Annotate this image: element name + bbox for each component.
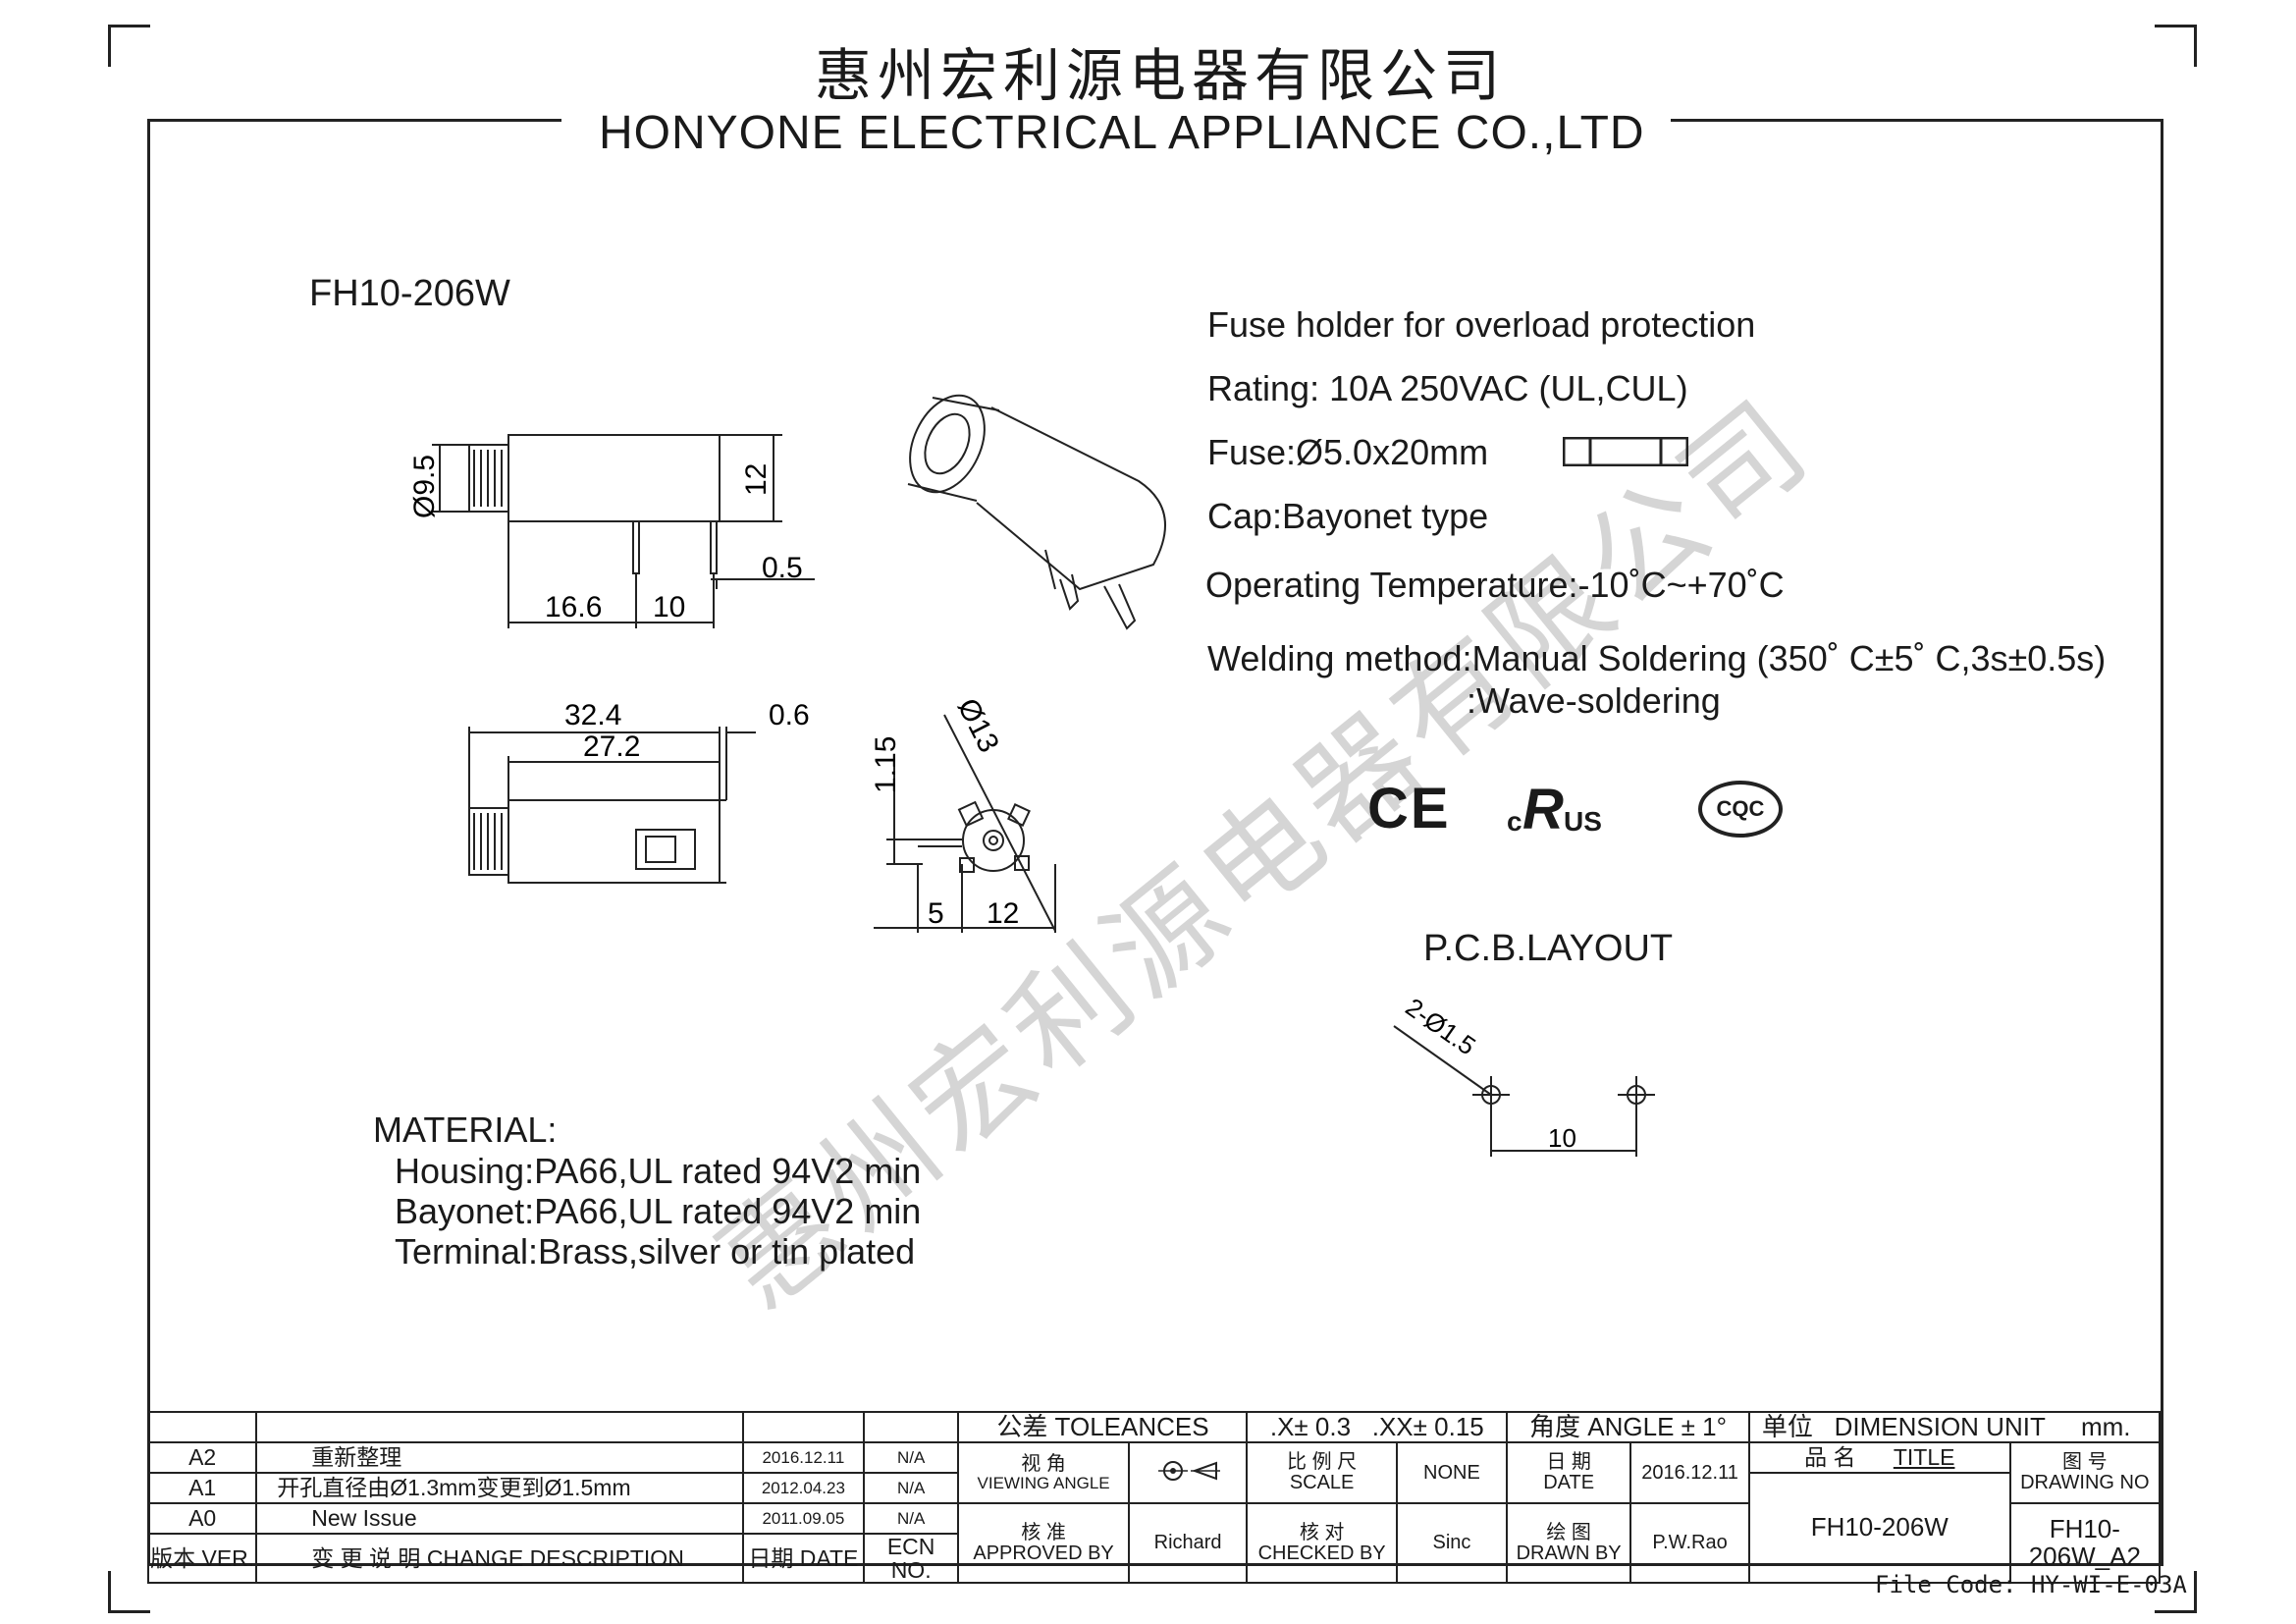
rev-ver: A0 [146, 1502, 258, 1535]
date-label: 日 期 DATE [1506, 1441, 1632, 1504]
company-name-en: HONYONE ELECTRICAL APPLIANCE CO.,LTD [599, 107, 1645, 159]
view-en: VIEWING ANGLE [977, 1473, 1110, 1492]
rev-date: 2012.04.23 [741, 1472, 865, 1504]
ul-c-text: c [1507, 806, 1522, 837]
date-cn: 日 期 [1546, 1451, 1591, 1473]
scale-label: 比 例 尺 SCALE [1246, 1441, 1398, 1504]
checked-label: 核 对 CHECKED BY [1246, 1501, 1398, 1585]
view-cn: 视 角 [1021, 1452, 1066, 1475]
checked-value: Sinc [1395, 1501, 1509, 1585]
rev-date: 2016.12.11 [741, 1441, 865, 1474]
scale-en: SCALE [1289, 1472, 1355, 1493]
projection-symbol-icon [1127, 1441, 1249, 1504]
title-en: TITLE [1893, 1444, 1955, 1471]
date-value: 2016.12.11 [1629, 1441, 1750, 1504]
tolerance-values: .X± 0.3 .XX± 0.15 [1246, 1411, 1509, 1443]
checked-en: CHECKED BY [1257, 1542, 1386, 1564]
pcb-layout-title: P.C.B.LAYOUT [1423, 928, 1674, 969]
rev-ecn: N/A [862, 1472, 960, 1504]
drawn-label: 绘 图 DRAWN BY [1506, 1501, 1632, 1585]
title-cn: 品 名 [1804, 1444, 1856, 1471]
hdr-ver: 版本 VER. [146, 1532, 258, 1585]
spec-welding-line1: Welding method:Manual Soldering (350˚ C±… [1207, 638, 2107, 678]
cqc-logo-icon: CQC [1698, 781, 1783, 838]
rev-date: 2011.09.05 [741, 1502, 865, 1535]
approved-label: 核 准 APPROVED BY [957, 1501, 1130, 1585]
unit-en: DIMENSION UNIT [1834, 1411, 2046, 1441]
rev-desc: New Issue [255, 1502, 744, 1535]
rev-desc: 开孔直径由Ø1.3mm变更到Ø1.5mm [255, 1472, 744, 1504]
file-code: File Code: HY-WI-E-03A [1875, 1571, 2187, 1598]
tb-empty-1 [146, 1411, 258, 1443]
spec-cap: Cap:Bayonet type [1207, 496, 1489, 536]
crop-mark-top-left [108, 25, 150, 67]
ul-r-text: R [1522, 778, 1564, 841]
fuse-icon [1562, 436, 1689, 467]
hdr-ecn: ECN NO. [862, 1532, 960, 1585]
tol-x: .X± 0.3 [1269, 1411, 1352, 1441]
rev-ecn: N/A [862, 1502, 960, 1535]
material-terminal: Terminal:Brass,silver or tin plated [395, 1231, 916, 1272]
tb-empty-4 [862, 1411, 960, 1443]
drawn-en: DRAWN BY [1516, 1542, 1622, 1564]
checked-cn: 核 对 [1299, 1521, 1345, 1543]
title-block: 公差 TOLEANCES .X± 0.3 .XX± 0.15 角度 ANGLE … [146, 1411, 2162, 1585]
spec-welding-line2: :Wave-soldering [1467, 680, 1721, 721]
rev-ver: A2 [146, 1441, 258, 1474]
rev-ver: A1 [146, 1472, 258, 1504]
drawing-no-value: FH10-206W_A2 [2008, 1501, 2162, 1585]
dimension-unit: 单位 DIMENSION UNIT mm. [1747, 1411, 2162, 1443]
drawing-no-label: 图 号 DRAWING NO [2008, 1441, 2162, 1504]
rev-desc: 重新整理 [255, 1441, 744, 1474]
date-en: DATE [1543, 1472, 1595, 1493]
approved-cn: 核 准 [1021, 1521, 1066, 1543]
unit-val: mm. [2080, 1411, 2131, 1441]
dwg-en: DRAWING NO [2020, 1472, 2150, 1493]
drawn-value: P.W.Rao [1629, 1501, 1750, 1585]
material-bayonet: Bayonet:PA66,UL rated 94V2 min [395, 1191, 922, 1231]
title-value: FH10-206W [1747, 1471, 2011, 1585]
crop-mark-bottom-left [108, 1571, 150, 1613]
angle-tolerance: 角度 ANGLE ± 1° [1506, 1411, 1750, 1443]
crop-mark-top-right [2155, 25, 2197, 67]
spec-rating: Rating: 10A 250VAC (UL,CUL) [1207, 368, 1688, 408]
material-housing: Housing:PA66,UL rated 94V2 min [395, 1151, 922, 1191]
title-label: 品 名 TITLE [1747, 1441, 2011, 1474]
tb-empty-3 [741, 1411, 865, 1443]
rev-ecn: N/A [862, 1441, 960, 1474]
title-gap [561, 108, 1671, 137]
spec-fuse: Fuse:Ø5.0x20mm [1207, 432, 1489, 472]
approved-en: APPROVED BY [973, 1542, 1114, 1564]
hdr-date: 日期 DATE [741, 1532, 865, 1585]
tb-empty-2 [255, 1411, 744, 1443]
ul-us-text: US [1564, 806, 1602, 837]
spec-temperature: Operating Temperature:-10˚C~+70˚C [1205, 565, 1785, 605]
ce-logo-icon: CE [1367, 777, 1451, 840]
tol-xx: .XX± 0.15 [1371, 1411, 1484, 1441]
material-title: MATERIAL: [373, 1110, 558, 1150]
ul-logo-icon: c R US [1507, 778, 1615, 841]
scale-cn: 比 例 尺 [1287, 1451, 1358, 1473]
company-name-cn: 惠州宏利源电器有限公司 [815, 42, 1507, 109]
dwg-cn: 图 号 [2062, 1451, 2108, 1473]
viewing-angle-label: 视 角 VIEWING ANGLE [957, 1441, 1130, 1504]
tolerance-label: 公差 TOLEANCES [957, 1411, 1249, 1443]
cqc-text: CQC [1716, 796, 1765, 821]
hdr-desc: 变 更 说 明 CHANGE DESCRIPTION [255, 1532, 744, 1585]
approved-value: Richard [1127, 1501, 1249, 1585]
crop-mark-bottom-right [2155, 1571, 2197, 1613]
spec-description: Fuse holder for overload protection [1207, 304, 1756, 345]
drawn-cn: 绘 图 [1546, 1521, 1591, 1543]
model-title: FH10-206W [309, 273, 510, 314]
scale-value: NONE [1395, 1441, 1509, 1504]
unit-cn: 单位 [1761, 1411, 1813, 1441]
